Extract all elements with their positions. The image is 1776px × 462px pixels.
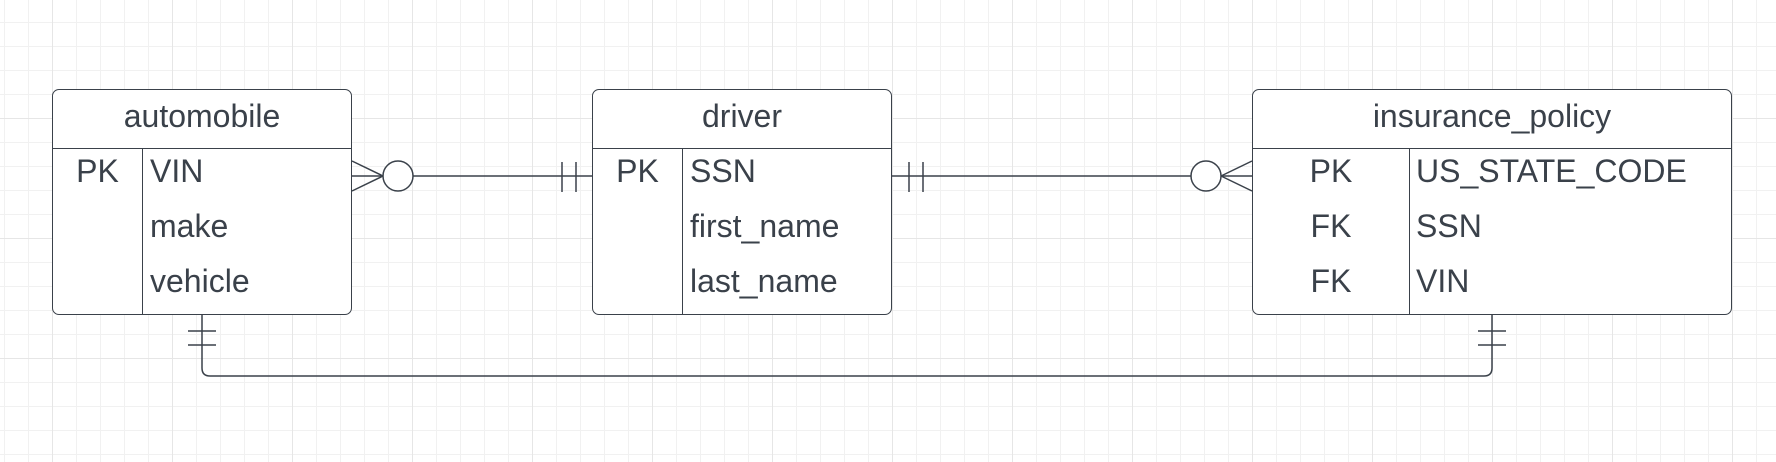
attribute-cell: first_name (690, 208, 840, 244)
entity-driver[interactable]: driver PK SSN first_name last_name (592, 89, 892, 315)
attribute-cell: vehicle (150, 263, 250, 299)
attribute-cell: SSN (690, 153, 756, 189)
relationship-automobile-insurance-policy[interactable] (188, 315, 1506, 377)
attribute-cell: US_STATE_CODE (1416, 153, 1687, 189)
entity-title: insurance_policy (1253, 90, 1731, 149)
column-divider (142, 149, 143, 314)
attribute-cell: VIN (1416, 263, 1470, 299)
attribute-cell: VIN (150, 153, 204, 189)
key-cell: FK (1310, 208, 1352, 244)
column-divider (682, 149, 683, 314)
entity-automobile[interactable]: automobile PK VIN make vehicle (52, 89, 352, 315)
attribute-cell: last_name (690, 263, 838, 299)
attribute-cell: SSN (1416, 208, 1482, 244)
key-cell: FK (1310, 263, 1352, 299)
entity-insurance-policy[interactable]: insurance_policy PK US_STATE_CODE FK SSN… (1252, 89, 1732, 315)
attribute-cell: make (150, 208, 229, 244)
key-cell: PK (1309, 153, 1353, 189)
relationship-driver-insurance-policy[interactable] (892, 160, 1253, 192)
entity-title: automobile (53, 90, 351, 149)
key-cell: PK (76, 153, 119, 189)
key-cell: PK (616, 153, 659, 189)
column-divider (1409, 149, 1410, 314)
relationship-automobile-driver[interactable] (351, 160, 592, 192)
entity-title: driver (593, 90, 891, 149)
